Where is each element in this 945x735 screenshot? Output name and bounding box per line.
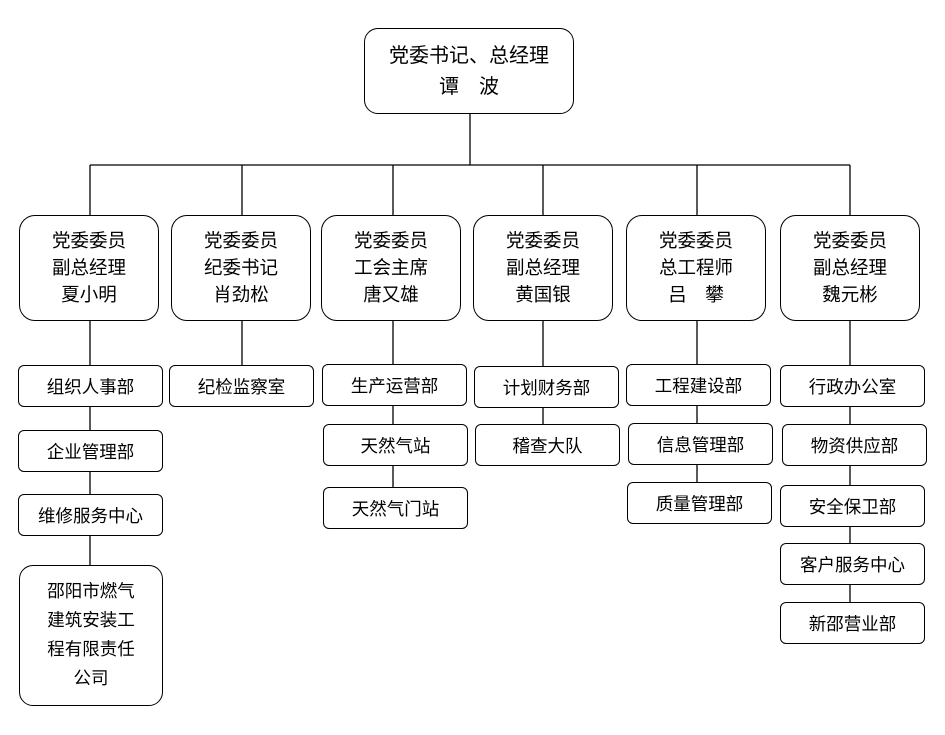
leader-title: 副总经理	[812, 257, 887, 279]
leader-box-5: 党委委员 总工程师 吕 攀	[626, 215, 766, 321]
dept-engineering-construction: 工程建设部	[626, 364, 771, 406]
top-executive-name: 谭 波	[439, 74, 499, 98]
leader-name: 唐又雄	[363, 284, 419, 306]
dept-label: 天然气站	[360, 436, 431, 457]
dept-label-line: 邵阳市燃气	[47, 581, 135, 602]
dept-label: 稽查大队	[512, 436, 583, 457]
top-executive-box: 党委书记、总经理 谭 波	[364, 28, 574, 114]
leader-name: 黄国银	[515, 284, 571, 306]
leader-role: 党委委员	[51, 230, 126, 252]
dept-information-management: 信息管理部	[628, 423, 773, 465]
dept-organization-personnel: 组织人事部	[18, 365, 163, 407]
leader-title: 纪委书记	[203, 257, 278, 279]
dept-label: 生产运营部	[350, 376, 439, 397]
dept-label: 计划财务部	[502, 378, 591, 399]
dept-planning-finance: 计划财务部	[474, 366, 619, 408]
leader-role: 党委委员	[658, 230, 733, 252]
leader-name: 魏元彬	[822, 284, 878, 306]
dept-natural-gas-gate-station: 天然气门站	[323, 487, 468, 529]
dept-label: 质量管理部	[655, 494, 744, 515]
dept-audit-brigade: 稽查大队	[475, 424, 620, 466]
dept-gas-construction-company: 邵阳市燃气 建筑安装工 程有限责任 公司	[19, 565, 163, 706]
leader-title: 工会主席	[353, 257, 428, 279]
leader-name: 夏小明	[61, 284, 117, 306]
leader-title: 副总经理	[505, 257, 580, 279]
dept-label: 安全保卫部	[808, 497, 897, 518]
dept-label: 行政办公室	[808, 377, 897, 398]
leader-box-1: 党委委员 副总经理 夏小明	[19, 215, 159, 321]
dept-material-supply: 物资供应部	[782, 424, 927, 466]
leader-name: 吕 攀	[668, 284, 724, 306]
dept-label: 信息管理部	[656, 435, 745, 456]
top-executive-title: 党委书记、总经理	[389, 43, 549, 67]
dept-discipline-inspection: 纪检监察室	[169, 365, 314, 407]
dept-label: 物资供应部	[810, 436, 899, 457]
leader-name: 肖劲松	[213, 284, 269, 306]
dept-label: 企业管理部	[46, 442, 135, 463]
dept-administrative-office: 行政办公室	[780, 365, 925, 407]
dept-label: 新邵营业部	[808, 614, 897, 635]
dept-label: 工程建设部	[654, 376, 743, 397]
leader-title: 总工程师	[658, 257, 733, 279]
dept-label-line: 建筑安装工	[47, 610, 135, 631]
dept-enterprise-management: 企业管理部	[18, 430, 163, 472]
dept-maintenance-service-center: 维修服务中心	[18, 494, 163, 536]
dept-label: 纪检监察室	[197, 377, 286, 398]
dept-natural-gas-station: 天然气站	[323, 424, 468, 466]
leader-box-2: 党委委员 纪委书记 肖劲松	[171, 215, 311, 321]
dept-label: 客户服务中心	[800, 555, 905, 576]
leader-box-3: 党委委员 工会主席 唐又雄	[321, 215, 461, 321]
leader-role: 党委委员	[505, 230, 580, 252]
leader-box-4: 党委委员 副总经理 黄国银	[473, 215, 613, 321]
dept-label: 天然气门站	[351, 499, 440, 520]
leader-role: 党委委员	[203, 230, 278, 252]
dept-quality-management: 质量管理部	[627, 482, 772, 524]
leader-role: 党委委员	[353, 230, 428, 252]
dept-security-protection: 安全保卫部	[780, 485, 925, 527]
dept-label-line: 公司	[73, 668, 109, 689]
dept-label: 组织人事部	[46, 377, 135, 398]
dept-label: 维修服务中心	[38, 506, 143, 527]
leader-role: 党委委员	[812, 230, 887, 252]
dept-xinshao-business-office: 新邵营业部	[780, 602, 925, 644]
leader-title: 副总经理	[51, 257, 126, 279]
dept-label-line: 程有限责任	[47, 639, 135, 660]
leader-box-6: 党委委员 副总经理 魏元彬	[780, 215, 920, 321]
dept-customer-service-center: 客户服务中心	[780, 543, 925, 585]
dept-production-operation: 生产运营部	[322, 364, 467, 406]
